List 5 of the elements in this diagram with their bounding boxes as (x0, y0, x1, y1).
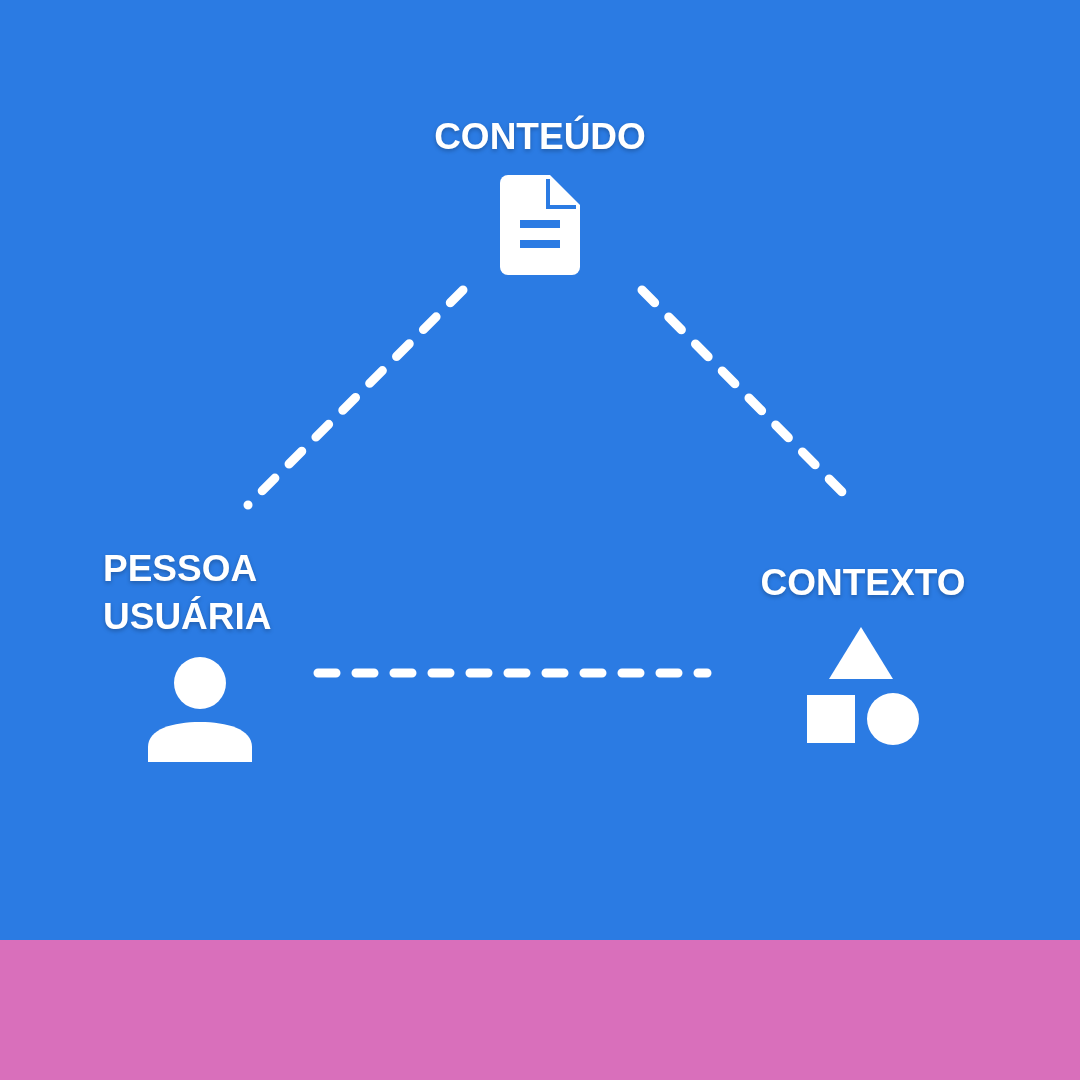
node-label: CONTEXTO (759, 561, 967, 605)
node-label: PESSOA USUÁRIA (103, 547, 273, 639)
dashed-connector (313, 668, 712, 678)
dashed-connector (243, 285, 468, 510)
node-label: CONTEÚDO (433, 114, 647, 159)
